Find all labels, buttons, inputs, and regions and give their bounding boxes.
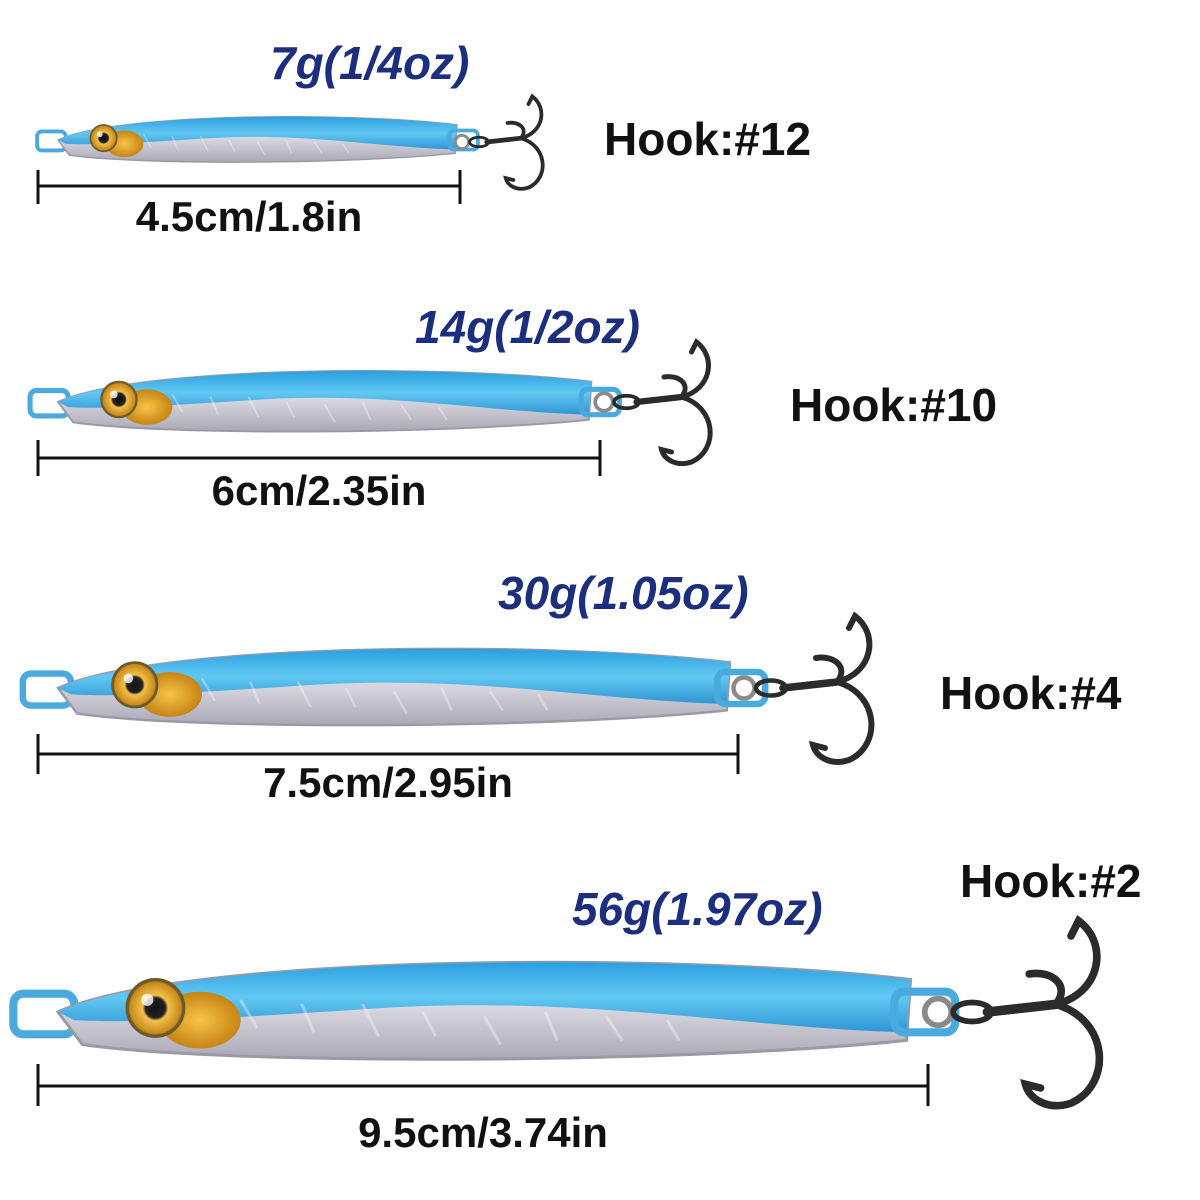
lure-1-length: 4.5cm/1.8in: [135, 193, 363, 240]
hook-4-icon: [925, 921, 1100, 1106]
dimension-lines: [36, 170, 930, 1106]
lure-4-length: 9.5cm/3.74in: [358, 1109, 608, 1156]
lure-4: [13, 962, 955, 1059]
lure-4-weight: 56g(1.97oz): [572, 883, 823, 935]
lure-3-hook-size: Hook:#4: [940, 667, 1122, 719]
lure-4-hook-size: Hook:#2: [960, 855, 1142, 907]
lure-1-hook-size: Hook:#12: [604, 113, 812, 165]
lure-3-weight: 30g(1.05oz): [498, 567, 749, 619]
lure-1: [35, 114, 480, 165]
lure-1-weight: 7g(1/4oz): [270, 37, 470, 89]
hook-3-icon: [734, 616, 872, 762]
lure-2: [30, 371, 619, 432]
lure-3: [23, 649, 765, 725]
lure-2-hook-size: Hook:#10: [790, 379, 998, 431]
hook-1-icon: [455, 96, 542, 188]
lure-3-length: 7.5cm/2.95in: [263, 759, 513, 806]
lure-2-weight: 14g(1/2oz): [415, 301, 640, 353]
lure-2-length: 6cm/2.35in: [211, 467, 427, 514]
hook-2-icon: [595, 342, 710, 464]
